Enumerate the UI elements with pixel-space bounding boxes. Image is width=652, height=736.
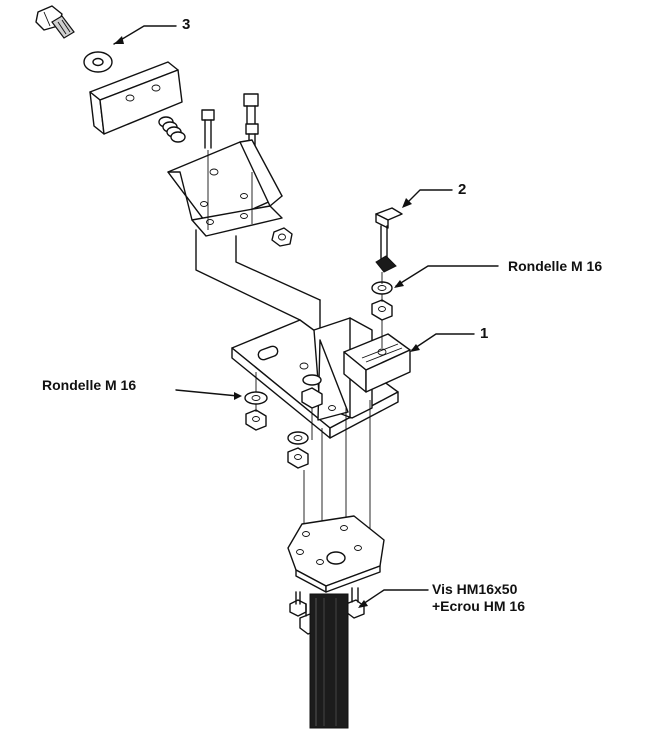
center-washers-nuts — [287, 374, 323, 469]
top-left-bolt — [35, 5, 75, 39]
clevis-nut — [271, 227, 293, 247]
washer-3 — [83, 51, 113, 73]
spring — [158, 116, 186, 143]
rondelle-right-label: Rondelle M 16 — [508, 258, 603, 274]
vis-label-line2: +Ecrou HM 16 — [432, 598, 525, 614]
bottom-flange — [287, 515, 385, 593]
threaded-pole — [309, 593, 349, 729]
callout-1-label: 1 — [480, 325, 489, 342]
clamp-block-1 — [343, 333, 411, 393]
clamp-bolt-2 — [375, 207, 403, 273]
vertical-post — [313, 317, 373, 421]
assembly-guide-lines — [207, 150, 383, 530]
angle-bracket-3 — [89, 61, 183, 135]
rondelle-left-label: Rondelle M 16 — [42, 377, 137, 393]
callout-2-label: 2 — [458, 181, 467, 198]
callout-leaders — [113, 25, 499, 608]
upper-clevis-bracket — [167, 139, 283, 237]
vis-ecrou-label: Vis HM16x50 +Ecrou HM 16 — [432, 581, 525, 615]
vis-label-line1: Vis HM16x50 — [432, 581, 518, 597]
callout-3-label: 3 — [182, 16, 191, 33]
